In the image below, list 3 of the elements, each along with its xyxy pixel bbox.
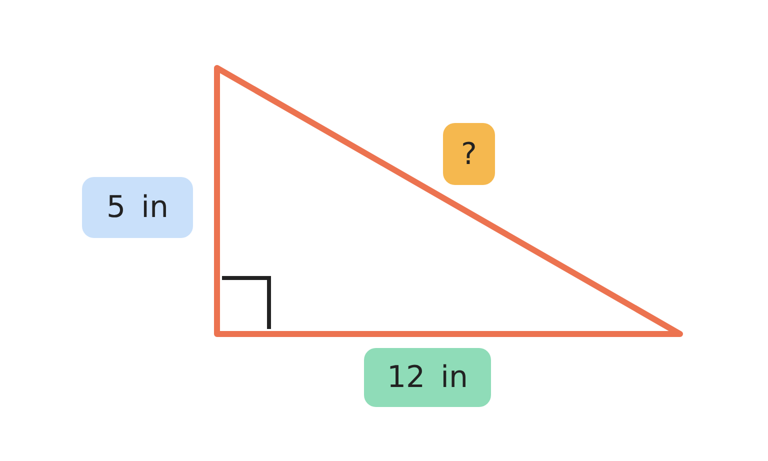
dimension-label: ? <box>443 123 495 185</box>
dimension-label: 12 in <box>364 348 491 407</box>
dimension-label: 5 in <box>82 177 193 238</box>
